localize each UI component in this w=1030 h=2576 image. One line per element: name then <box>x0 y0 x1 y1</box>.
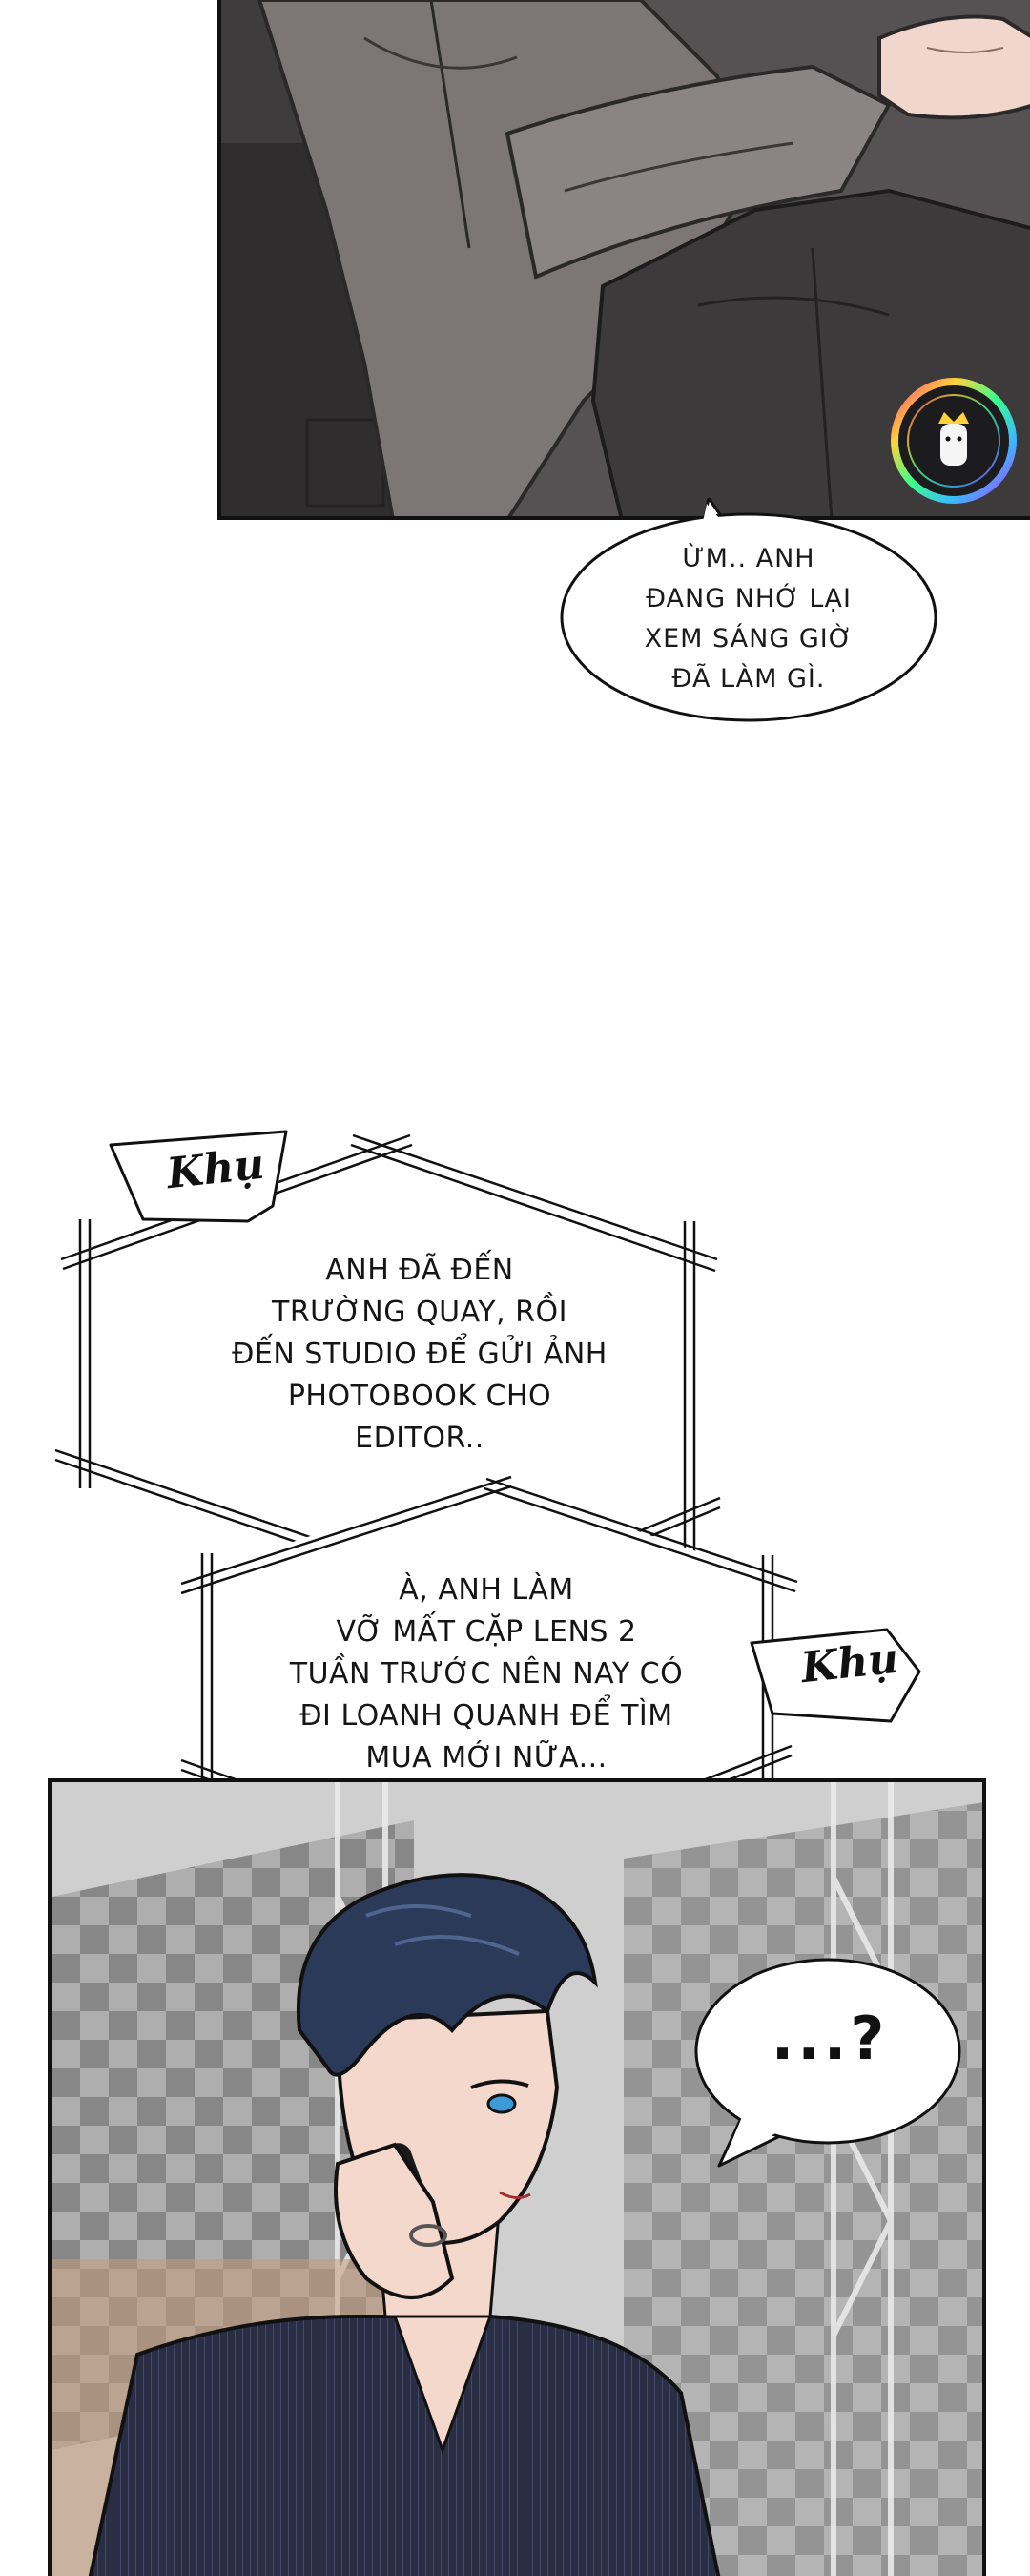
narration-2-line: VỠ MẤT CẶP LENS 2 <box>336 1615 637 1649</box>
narration-box-1-text: ANH ĐÃ ĐẾN TRƯỜNG QUAY, RỒI ĐẾN STUDIO Đ… <box>210 1250 629 1460</box>
narration-2-line: TUẦN TRƯỚC NÊN NAY CÓ <box>289 1657 684 1691</box>
narration-1-line: TRƯỜNG QUAY, RỒI <box>272 1296 567 1329</box>
speech-bubble-1-text: ỪM.. ANH ĐANG NHỚ LẠI XEM SÁNG GIỜ ĐÃ LÀ… <box>610 539 887 699</box>
bubble-1-line: ỪM.. ANH <box>682 544 815 573</box>
panel-seated-figure <box>217 0 1030 520</box>
watermark-logo <box>891 378 1017 504</box>
narration-box-2-text: À, ANH LÀM VỠ MẤT CẶP LENS 2 TUẦN TRƯỚC … <box>267 1569 706 1779</box>
bubble-1-line: XEM SÁNG GIỜ <box>644 624 854 654</box>
sfx-cough-right: Khụ <box>798 1633 901 1693</box>
narration-2-line: MUA MỚI NỮA... <box>365 1741 608 1775</box>
bubble-1-line: ĐÃ LÀM GÌ. <box>671 664 826 694</box>
panel-man-on-phone <box>48 1778 986 2576</box>
narration-2-line: À, ANH LÀM <box>399 1573 574 1607</box>
narration-2-line: ĐI LOANH QUANH ĐỂ TÌM <box>299 1699 673 1733</box>
speech-bubble-2-text: ...? <box>771 2004 889 2073</box>
bubble-1-line: ĐANG NHỚ LẠI <box>646 584 852 613</box>
narration-1-line: PHOTOBOOK CHO <box>287 1380 552 1413</box>
narration-1-line: ANH ĐÃ ĐẾN <box>325 1254 514 1287</box>
sfx-box-right <box>750 1628 921 1723</box>
speech-bubble-question <box>694 1958 961 2168</box>
sfx-cough-left: Khụ <box>164 1139 267 1199</box>
seated-figure-art <box>221 0 1030 516</box>
speech-bubble-oval <box>560 498 937 722</box>
sfx-box-left <box>109 1130 288 1223</box>
narration-1-line: EDITOR.. <box>355 1422 484 1455</box>
man-on-phone-art <box>52 1782 982 2576</box>
narration-hex-frames <box>54 1133 798 1883</box>
narration-1-line: ĐẾN STUDIO ĐỂ GỬI ẢNH <box>232 1338 608 1371</box>
